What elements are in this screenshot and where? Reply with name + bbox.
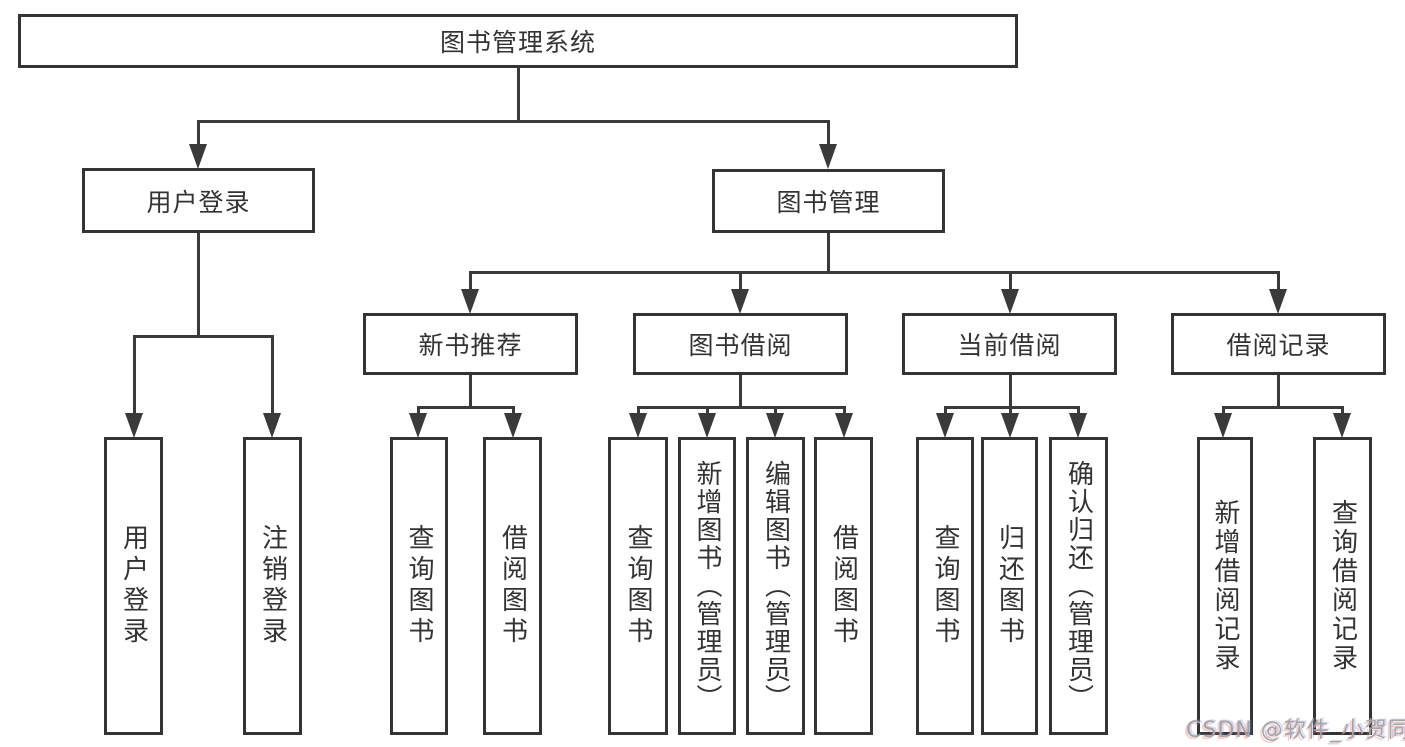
node-borrow-record: 借阅记录 [1171,313,1386,375]
connector-line [1222,406,1344,409]
arrow-down-icon [835,413,853,438]
leaf-br-query-record-label: 查询借阅记录 [1327,499,1358,673]
arrow-down-icon [504,413,522,438]
arrow-down-icon [125,413,143,438]
connector-line [271,335,274,415]
root-node-label: 图书管理系统 [439,28,596,57]
arrow-down-icon [263,413,281,438]
leaf-bb-borrow-books: 借阅图书 [814,437,873,735]
leaf-bb-add-books-label: 新增图书（管理员） [692,460,722,712]
connector-line [197,120,830,123]
arrow-down-icon [819,144,837,169]
connector-line [706,406,709,415]
connector-line [1077,406,1080,415]
node-new-book-recommend: 新书推荐 [363,313,578,375]
node-current-borrow-label: 当前借阅 [957,331,1062,360]
node-new-book-recommend-label: 新书推荐 [418,331,523,360]
connector-line [512,406,515,415]
leaf-logout: 注销登录 [243,437,302,735]
connector-line [944,406,947,415]
connector-line [197,233,200,337]
arrow-down-icon [731,289,749,314]
arrow-down-icon [1069,413,1087,438]
leaf-user-login: 用户登录 [104,437,163,735]
arrow-down-icon [766,413,784,438]
connector-line [417,406,420,415]
node-book-management: 图书管理 [712,169,945,233]
connector-line [133,335,274,338]
connector-line [1277,271,1280,292]
connector-line [133,335,136,415]
leaf-nb-query-books: 查询图书 [390,437,448,735]
leaf-logout-label: 注销登录 [257,524,288,648]
leaf-br-query-record: 查询借阅记录 [1313,437,1372,735]
connector-line [637,406,640,415]
leaf-bb-add-books: 新增图书（管理员） [678,437,736,735]
node-user-login-label: 用户登录 [146,187,251,217]
arrow-down-icon [629,413,647,438]
connector-line [944,406,1080,409]
leaf-cb-confirm-return-label: 确认归还（管理员） [1063,460,1094,712]
leaf-nb-borrow-books-label: 借阅图书 [497,524,528,648]
arrow-down-icon [1333,413,1351,438]
arrow-down-icon [1001,289,1019,314]
connector-line [469,375,472,408]
arrow-down-icon [189,144,207,169]
leaf-nb-query-books-label: 查询图书 [404,524,434,648]
node-current-borrow: 当前借阅 [902,313,1117,375]
connector-line [417,406,515,409]
leaf-br-add-record: 新增借阅记录 [1197,437,1253,735]
connector-line [1277,375,1280,408]
leaf-cb-query-books: 查询图书 [916,437,974,735]
connector-line [469,271,1280,274]
connector-line [827,120,830,150]
connector-line [637,406,846,409]
arrow-down-icon [1214,413,1232,438]
leaf-bb-query-books: 查询图书 [608,437,668,735]
arrow-down-icon [1269,289,1287,314]
leaf-bb-edit-books-label: 编辑图书（管理员） [760,460,791,712]
connector-line [1222,406,1225,415]
connector-line [843,406,846,415]
leaf-bb-edit-books: 编辑图书（管理员） [746,437,805,735]
connector-line [197,120,200,150]
arrow-down-icon [461,289,479,314]
leaf-user-login-label: 用户登录 [118,524,149,648]
node-book-management-label: 图书管理 [776,188,881,217]
leaf-br-add-record-label: 新增借阅记录 [1210,499,1240,673]
connector-line [827,233,830,273]
arrow-down-icon [1001,413,1019,438]
leaf-cb-confirm-return: 确认归还（管理员） [1049,437,1108,735]
node-user-login: 用户登录 [82,168,315,233]
csdn-watermark: CSDN @软件_小贺同学 [1186,718,1405,743]
node-book-borrow: 图书借阅 [633,313,848,375]
leaf-cb-return-books-label: 归还图书 [994,524,1025,648]
root-node-library-system: 图书管理系统 [18,14,1018,68]
arrow-down-icon [409,413,427,438]
connector-line [1009,271,1012,292]
leaf-nb-borrow-books: 借阅图书 [483,437,542,735]
connector-line [739,375,742,408]
node-borrow-record-label: 借阅记录 [1226,331,1331,360]
leaf-bb-borrow-books-label: 借阅图书 [828,524,859,648]
connector-line [469,271,472,292]
connector-line [739,271,742,292]
node-book-borrow-label: 图书借阅 [688,331,793,360]
leaf-bb-query-books-label: 查询图书 [623,524,653,648]
connector-line [1009,375,1012,408]
arrow-down-icon [698,413,716,438]
leaf-cb-return-books: 归还图书 [981,437,1038,735]
connector-line [774,406,777,415]
arrow-down-icon [936,413,954,438]
connector-line [517,68,520,121]
leaf-cb-query-books-label: 查询图书 [930,524,960,648]
connector-line [1341,406,1344,415]
connector-line [1009,406,1012,415]
